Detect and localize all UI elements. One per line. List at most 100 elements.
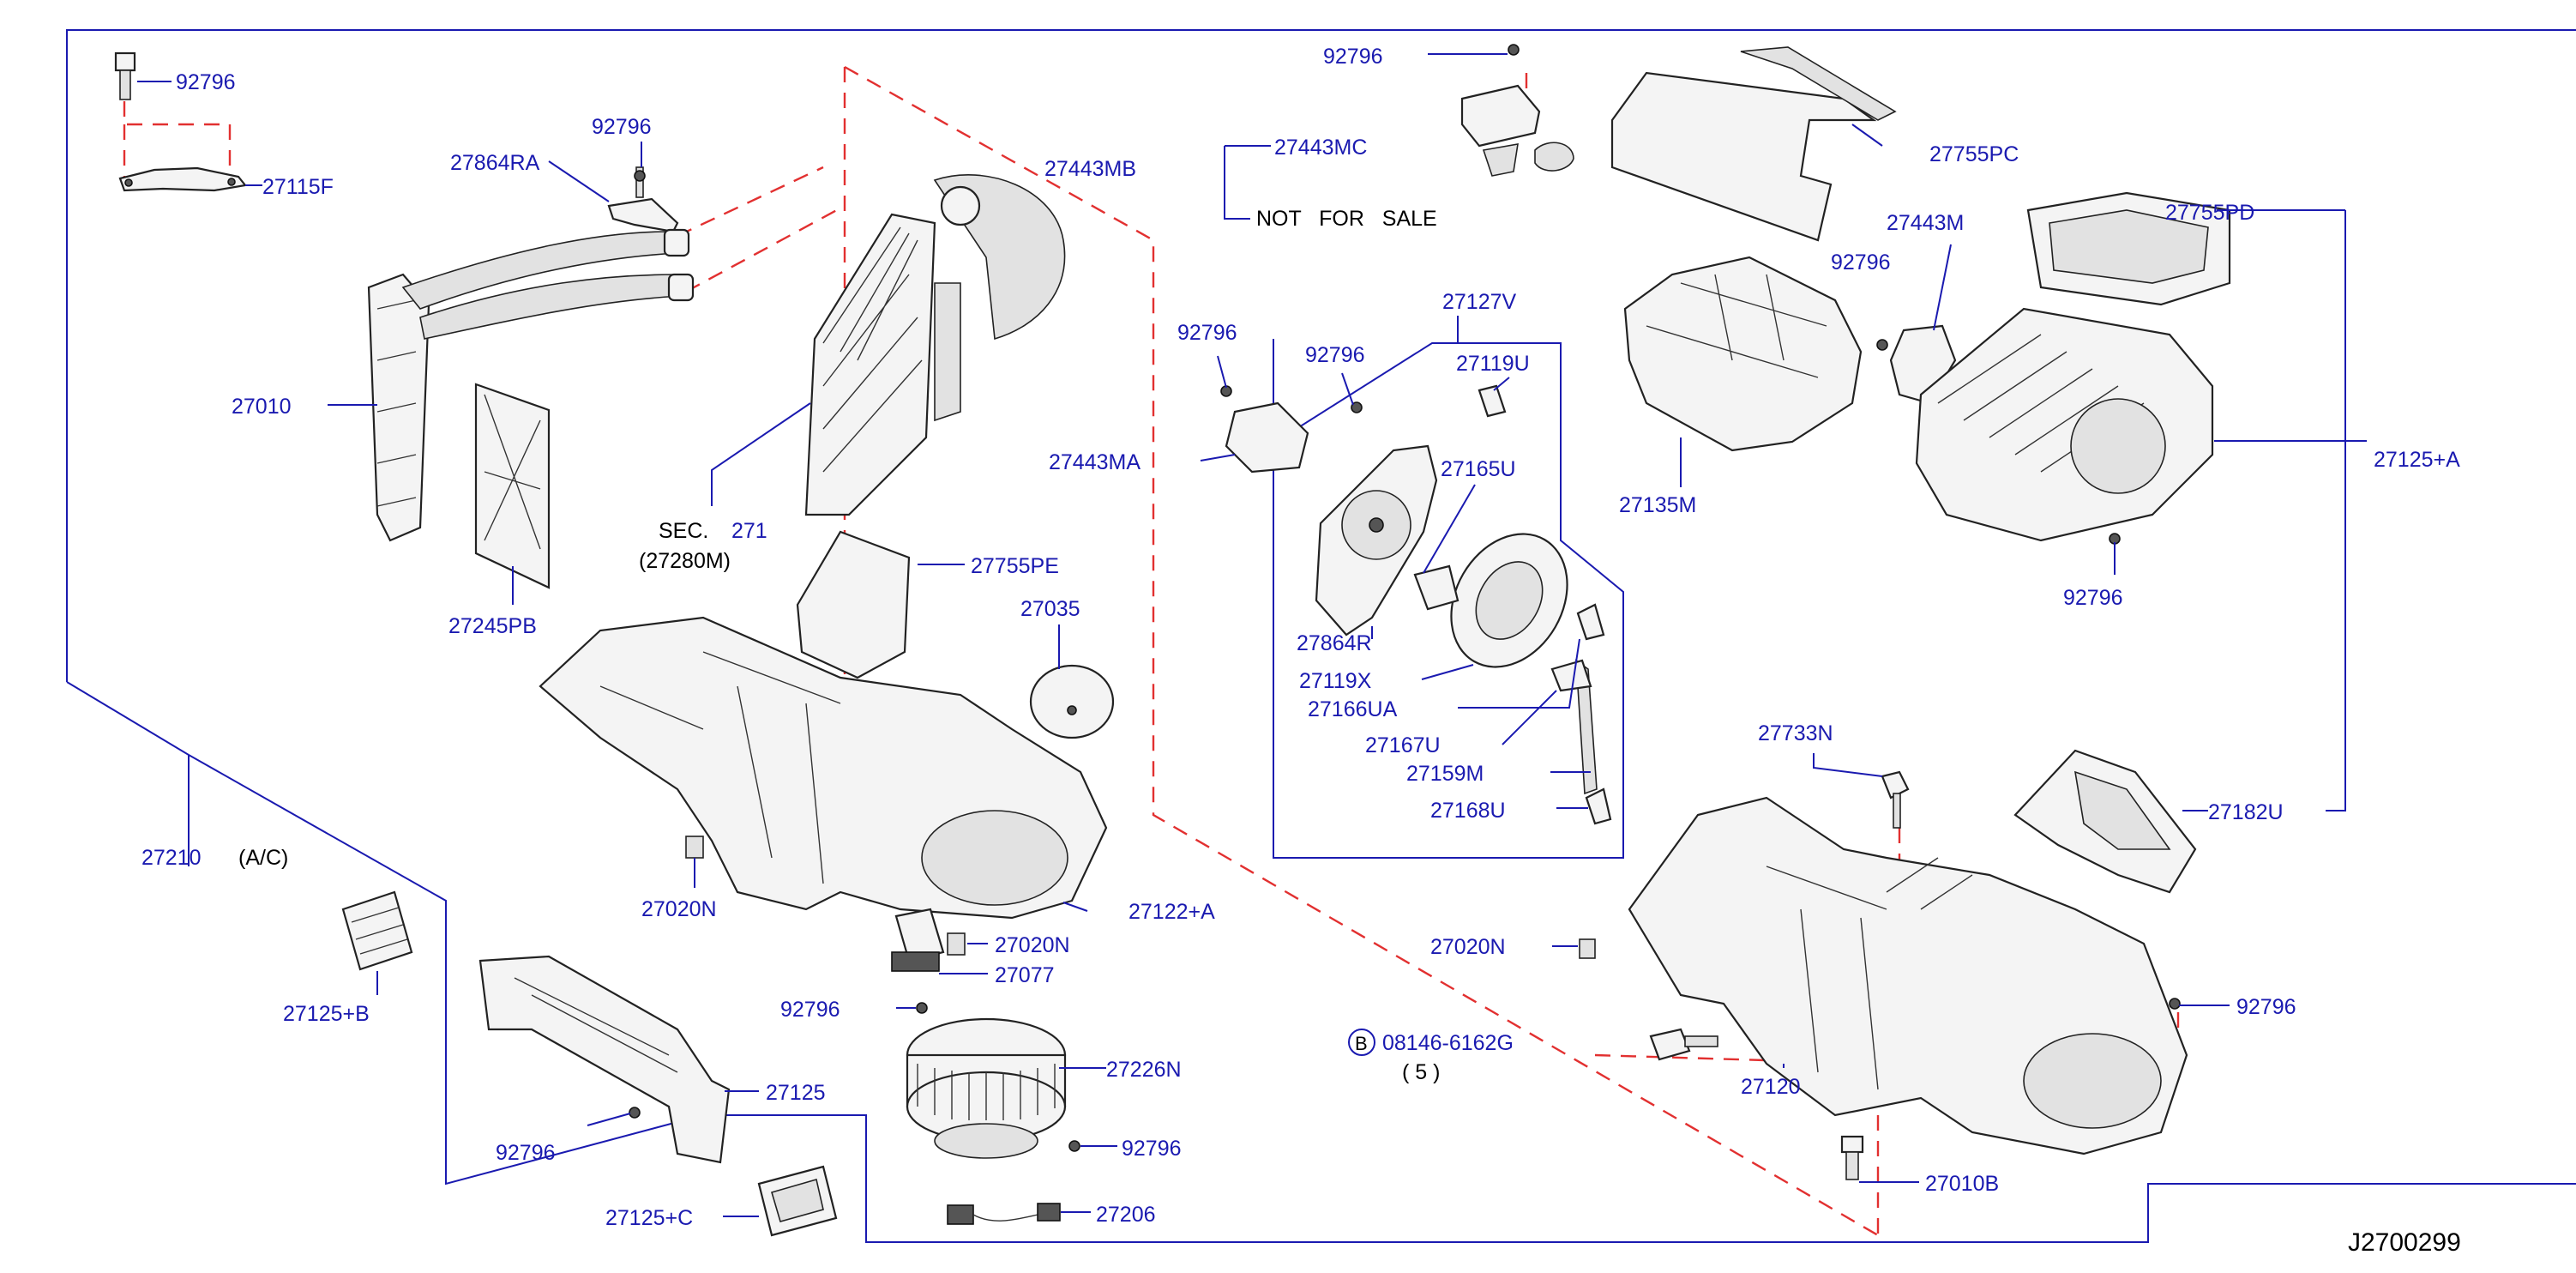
label-92796-b: 92796	[592, 115, 652, 139]
pad-27020N-c-icon	[1579, 938, 1596, 959]
label-27864RA: 27864RA	[450, 151, 540, 175]
screw-92796-c-icon	[916, 1002, 928, 1014]
evaporator-27280M-icon	[804, 174, 1066, 516]
bolt-badge: B	[1348, 1029, 1375, 1056]
duct-27182U-icon	[2013, 749, 2197, 894]
fan-wheel-27119X-icon	[1450, 533, 1568, 668]
bolt-92796-a-icon	[114, 51, 136, 100]
label-92796-d: 92796	[496, 1141, 556, 1165]
label-27443MA: 27443MA	[1049, 450, 1141, 474]
diagram-id: J2700299	[2348, 1228, 2461, 1257]
label-27167U: 27167U	[1365, 733, 1441, 757]
label-27733N: 27733N	[1758, 721, 1833, 745]
gasket-27755PD-icon	[2026, 191, 2231, 306]
label-27165U: 27165U	[1441, 457, 1516, 481]
label-sec-prefix: SEC.	[659, 519, 708, 543]
label-92796-j: 92796	[2063, 586, 2123, 610]
label-27127V: 27127V	[1442, 290, 1517, 314]
label-not-for-sale: NOT FOR SALE	[1256, 207, 1437, 231]
filter-27245PB-icon	[474, 383, 551, 589]
label-92796-h: 92796	[1305, 343, 1365, 367]
label-92796-g: 92796	[1177, 321, 1237, 345]
label-27226N: 27226N	[1106, 1058, 1182, 1082]
actuator-27443MC-icon	[1460, 84, 1574, 177]
blower-motor-27226N-icon	[906, 1017, 1067, 1159]
label-27206: 27206	[1096, 1203, 1156, 1227]
screw-92796-h-icon	[1351, 401, 1363, 413]
label-92796-c: 92796	[780, 998, 840, 1022]
screw-92796-k-icon	[2169, 998, 2181, 1010]
housing-27120-icon	[1628, 796, 2188, 1155]
label-27119X: 27119X	[1299, 669, 1372, 693]
label-27125C: 27125+C	[605, 1206, 693, 1230]
label-27077: 27077	[995, 963, 1055, 987]
duct-27125-icon	[478, 955, 731, 1164]
pad-27020N-b-icon	[947, 932, 966, 956]
label-92796-a: 92796	[176, 70, 236, 94]
label-27035: 27035	[1020, 597, 1080, 621]
assembly-frame	[66, 29, 2576, 1243]
label-27755PD: 27755PD	[2165, 201, 2254, 225]
label-27122A: 27122+A	[1129, 900, 1215, 924]
harness-27206-icon	[947, 1203, 1061, 1225]
pad-27020N-a-icon	[685, 836, 704, 859]
lever-27167U-icon	[1576, 603, 1605, 641]
label-ac: (A/C)	[238, 846, 288, 870]
link-27119U-icon	[1478, 384, 1507, 418]
bolt-08146-icon	[1649, 1028, 1718, 1061]
sensor-27733N-icon	[1881, 770, 1910, 829]
label-27443M: 27443M	[1887, 211, 1964, 235]
bolt-27010B-icon	[1840, 1135, 1864, 1180]
fan-plate-27864R-icon	[1315, 444, 1438, 636]
label-27020N-c: 27020N	[1430, 935, 1506, 959]
resistor-27077-icon	[891, 908, 945, 972]
screw-92796-e-icon	[1068, 1140, 1080, 1152]
label-27443MB: 27443MB	[1044, 157, 1136, 181]
grille-27125B-icon	[341, 890, 413, 971]
bracket-27115F-icon	[118, 166, 248, 192]
duct-27755PE-icon	[796, 530, 911, 679]
screw-92796-d-icon	[629, 1107, 641, 1119]
label-27010B: 27010B	[1925, 1172, 1999, 1196]
leader-lines	[137, 53, 2345, 1217]
gasket-27755PC-icon	[1610, 46, 1897, 242]
label-27280M: (27280M)	[639, 549, 731, 573]
label-92796-k: 92796	[2236, 995, 2296, 1019]
label-92796-i: 92796	[1831, 250, 1891, 275]
label-27010: 27010	[232, 395, 292, 419]
label-27119U: 27119U	[1456, 352, 1530, 376]
label-08146-6162G: 08146-6162G	[1382, 1031, 1514, 1055]
link-27159M-icon	[1550, 659, 1598, 795]
label-27166UA: 27166UA	[1308, 697, 1398, 721]
label-27125: 27125	[766, 1081, 826, 1105]
label-92796-e: 92796	[1122, 1137, 1182, 1161]
bolt-badge-letter: B	[1355, 1033, 1368, 1054]
label-27168U: 27168U	[1430, 799, 1506, 823]
label-27020N-a: 27020N	[641, 897, 717, 921]
label-qty: ( 5 )	[1402, 1060, 1440, 1084]
label-27755PE: 27755PE	[971, 554, 1059, 578]
label-27125A: 27125+A	[2374, 448, 2460, 472]
screw-92796-i-icon	[1876, 339, 1888, 351]
label-27020N-b: 27020N	[995, 933, 1070, 957]
label-92796-f: 92796	[1323, 45, 1383, 69]
label-27182U: 27182U	[2208, 800, 2284, 824]
label-27115F: 27115F	[262, 175, 334, 199]
label-27120: 27120	[1741, 1075, 1801, 1099]
actuator-27443MA-icon	[1225, 401, 1309, 474]
lever-27168U-icon	[1585, 787, 1612, 825]
case-27135M-icon	[1623, 256, 1863, 452]
label-sec-271: 271	[731, 519, 767, 543]
disc-27035-icon	[1029, 664, 1115, 739]
housing-27125A-icon	[1915, 307, 2214, 542]
label-27135M: 27135M	[1619, 493, 1696, 517]
label-27864R: 27864R	[1297, 631, 1372, 655]
label-27245PB: 27245PB	[448, 614, 537, 638]
label-27125B: 27125+B	[283, 1002, 370, 1026]
label-27159M: 27159M	[1406, 762, 1484, 786]
grille-27125C-icon	[757, 1165, 838, 1237]
label-27443MC: 27443MC	[1274, 136, 1367, 160]
screw-92796-f-icon	[1508, 44, 1520, 56]
label-27755PC: 27755PC	[1929, 142, 2019, 166]
